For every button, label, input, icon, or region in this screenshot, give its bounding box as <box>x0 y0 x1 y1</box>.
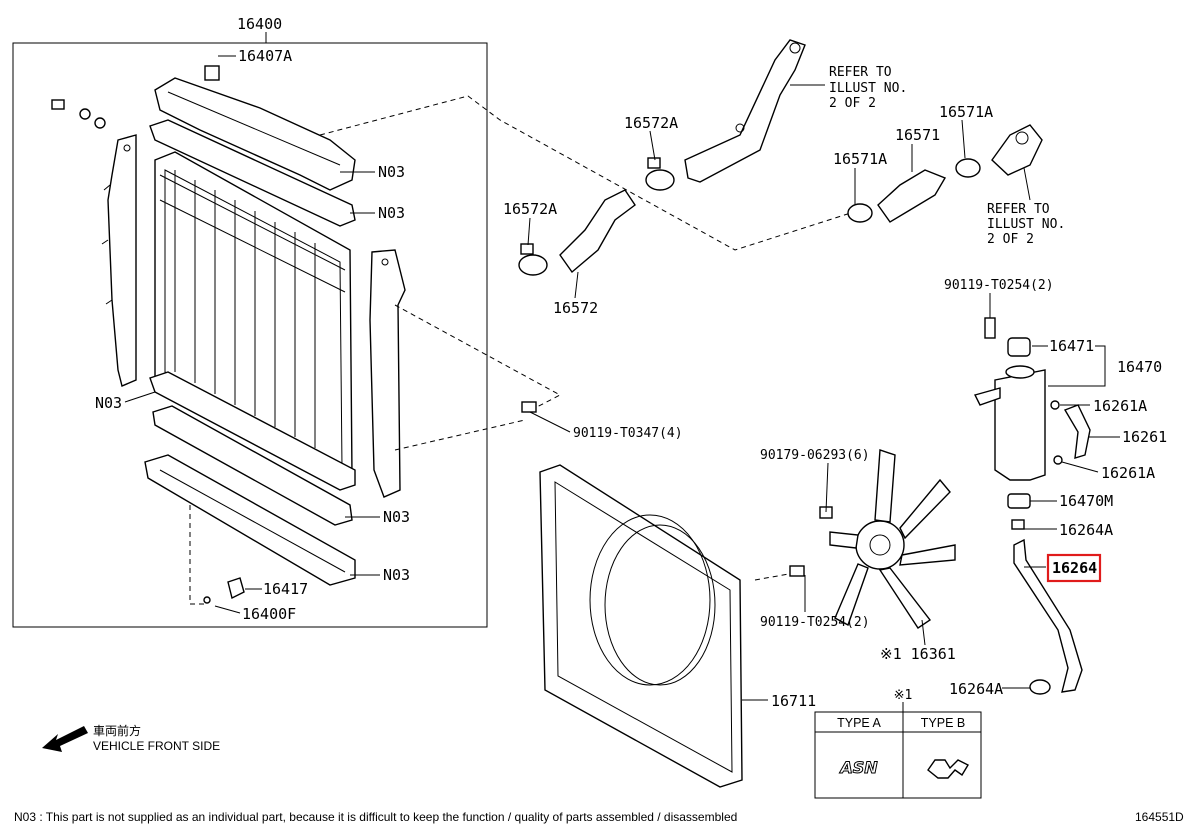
footnote: N03 : This part is not supplied as an in… <box>14 810 737 824</box>
label-16471: 16471 <box>1049 337 1094 355</box>
shroud-bolt <box>789 565 805 577</box>
label-16711: 16711 <box>771 692 816 710</box>
label-16261: 16261 <box>1122 428 1167 446</box>
drain-cock <box>189 505 245 605</box>
reservoir-tank <box>973 317 1046 481</box>
refer2-line2: ILLUST NO. <box>987 217 1065 232</box>
label-16572: 16572 <box>553 299 598 317</box>
upper-tank <box>154 65 356 191</box>
fan-shroud <box>539 464 743 788</box>
label-16261A-lower: 16261A <box>1101 464 1155 482</box>
leader-lines <box>124 55 1120 701</box>
label-n03-upper-tank: N03 <box>378 163 405 181</box>
refer1-line1: REFER TO <box>829 65 892 80</box>
left-side-bracket <box>101 134 137 387</box>
label-16470: 16470 <box>1117 358 1162 376</box>
type-table: ※1 TYPE A TYPE B ASN <box>814 688 982 799</box>
label-90119-T0254-top: 90119-T0254(2) <box>944 278 1054 293</box>
label-n03-core: N03 <box>95 394 122 412</box>
alignment-line-upper <box>319 95 861 251</box>
refer2-line3: 2 OF 2 <box>987 232 1034 247</box>
reservoir-hose <box>1063 404 1091 459</box>
label-16400F: 16400F <box>242 605 296 623</box>
hose-clamp-16264A-bottom <box>1029 679 1051 695</box>
type-table-mark: ※1 <box>894 688 913 703</box>
label-90119-T0254-bottom: 90119-T0254(2) <box>760 615 870 630</box>
bracket-bolt <box>521 401 537 413</box>
reservoir-clip-upper <box>1050 400 1060 410</box>
hose-16572 <box>559 189 636 274</box>
label-16571A-left: 16571A <box>833 150 887 168</box>
front-side-jp: 車両前方 <box>93 723 141 738</box>
highlight-box <box>1046 553 1102 583</box>
type-a-header: TYPE A <box>837 716 881 730</box>
label-n03-lower-tank: N03 <box>383 566 410 584</box>
upper-gasket <box>149 119 356 227</box>
label-16264A-lower: 16264A <box>949 680 1003 698</box>
alignment-line-bracket <box>394 304 562 409</box>
lower-seal <box>152 405 353 526</box>
label-16264[interactable]: 16264 <box>1052 559 1097 577</box>
lower-tank <box>144 454 356 586</box>
label-16264A-upper: 16264A <box>1059 521 1113 539</box>
label-16407A: 16407A <box>238 47 292 65</box>
reservoir-clip-lower <box>1053 455 1063 465</box>
water-outlet <box>991 124 1043 176</box>
type-b-header: TYPE B <box>921 716 965 730</box>
alignment-line-lower <box>394 419 526 451</box>
type-b-symbol <box>927 759 969 779</box>
label-n03-upper-gasket: N03 <box>378 204 405 222</box>
label-16417: 16417 <box>263 580 308 598</box>
hose-clamp-16571A-left <box>847 203 873 223</box>
cooling-fan <box>829 449 956 629</box>
drain-bolts <box>51 99 106 129</box>
front-arrow-icon <box>42 726 88 752</box>
front-side-en: VEHICLE FRONT SIDE <box>93 739 220 753</box>
label-16361: ※1 16361 <box>880 645 956 663</box>
hose-clamp-lower <box>518 243 548 276</box>
label-16571A-right: 16571A <box>939 103 993 121</box>
label-16470M: 16470M <box>1059 492 1113 510</box>
radiator-group-frame <box>12 42 488 628</box>
hose-16264 <box>1013 538 1083 693</box>
diagram-code: 164551D <box>1135 810 1184 824</box>
label-n03-lower-gasket: N03 <box>383 508 410 526</box>
refer1-line2: ILLUST NO. <box>829 81 907 96</box>
label-16261A-upper: 16261A <box>1093 397 1147 415</box>
label-16572A-upper: 16572A <box>624 114 678 132</box>
refer1-line3: 2 OF 2 <box>829 96 876 111</box>
label-90119-T0347: 90119-T0347(4) <box>573 426 683 441</box>
type-a-logo: ASN <box>838 758 878 777</box>
label-16400: 16400 <box>237 15 282 33</box>
label-16571: 16571 <box>895 126 940 144</box>
hose-clamp-upper <box>645 157 675 191</box>
hose-clamp-16264A-top <box>1011 519 1025 530</box>
hose-16571 <box>877 169 947 223</box>
water-inlet-pipe <box>684 39 806 183</box>
label-90179-06293: 90179-06293(6) <box>760 448 870 463</box>
label-16572A-lower: 16572A <box>503 200 557 218</box>
hose-clamp-16571A-right <box>955 158 981 178</box>
refer2-line1: REFER TO <box>987 202 1050 217</box>
right-side-bracket <box>369 249 406 498</box>
reservoir-cap-lower <box>1007 493 1031 509</box>
